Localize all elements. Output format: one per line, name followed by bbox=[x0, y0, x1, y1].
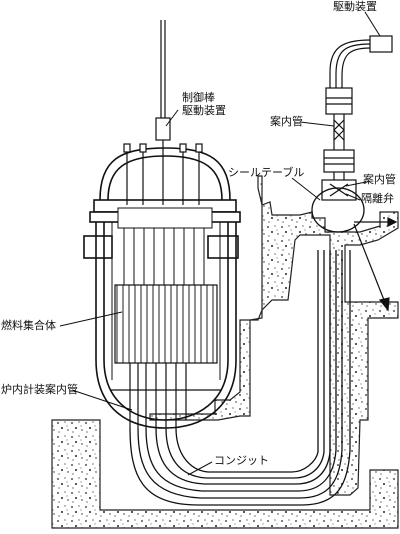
conduit-tubes bbox=[129, 250, 351, 506]
label-control-rod-drive-line2: 駆動装置 bbox=[182, 104, 226, 117]
seal-table-circle bbox=[311, 187, 365, 233]
label-drive-device: 駆動装置 bbox=[333, 0, 377, 13]
lower-instrument-tubes bbox=[110, 363, 222, 428]
label-fuel-assembly: 燃料集合体 bbox=[1, 319, 56, 332]
label-incore-instrument-guide-tube: 炉内計装案内管 bbox=[1, 383, 78, 396]
direction-arrows bbox=[353, 217, 398, 312]
fuel-assembly-region bbox=[114, 284, 218, 364]
guide-tube-assembly bbox=[321, 35, 393, 201]
label-isolation-valve: 隔離弁 bbox=[361, 192, 394, 205]
label-seal-table: シールテーブル bbox=[228, 166, 305, 179]
label-control-rod-drive-line1: 制御棒 bbox=[182, 91, 215, 104]
label-guide-tube-upper: 案内管 bbox=[270, 115, 303, 128]
leader-lines bbox=[59, 11, 381, 476]
upper-internals bbox=[111, 207, 221, 380]
control-rod-drive-mechanism bbox=[123, 20, 203, 205]
label-guide-tube-right: 案内管 bbox=[363, 173, 396, 186]
label-conduit: コンジット bbox=[214, 454, 269, 467]
